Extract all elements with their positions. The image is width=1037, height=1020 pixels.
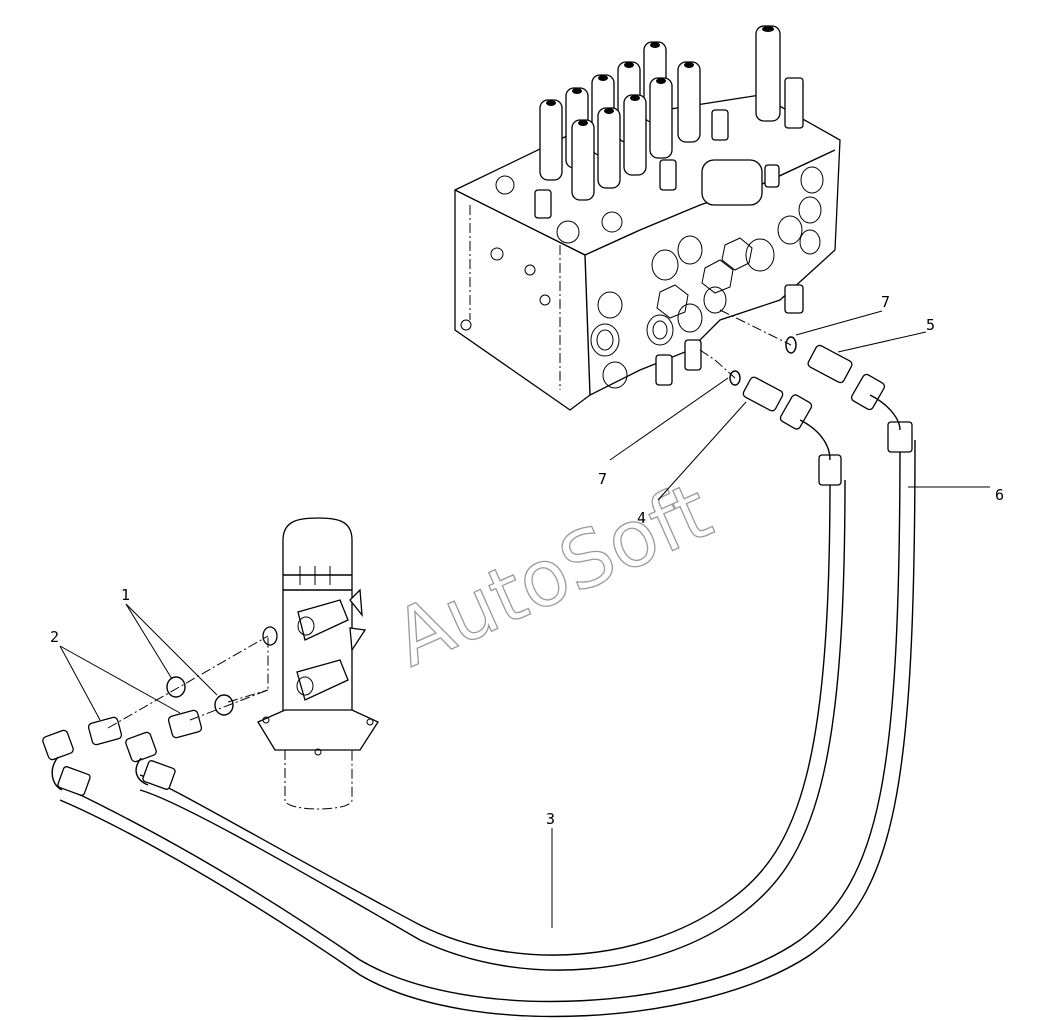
watermark-text: AutoSoft bbox=[382, 466, 725, 684]
callout-2: 2 bbox=[50, 628, 59, 646]
callout-3: 3 bbox=[546, 810, 555, 828]
callout-6: 6 bbox=[995, 486, 1004, 504]
callout-4: 4 bbox=[637, 509, 646, 527]
callout-5: 5 bbox=[926, 316, 935, 334]
callout-labels: 1 2 3 4 5 6 7 7 bbox=[50, 293, 1004, 828]
callout-1: 1 bbox=[121, 586, 130, 604]
hose-assemblies bbox=[42, 373, 916, 1018]
callout-7-upper: 7 bbox=[881, 293, 890, 311]
callout-7-lower: 7 bbox=[598, 470, 607, 488]
leader-lines bbox=[59, 310, 990, 928]
control-valve-assembly bbox=[454, 25, 841, 411]
fittings bbox=[87, 309, 853, 746]
swivel-joint bbox=[257, 517, 379, 810]
